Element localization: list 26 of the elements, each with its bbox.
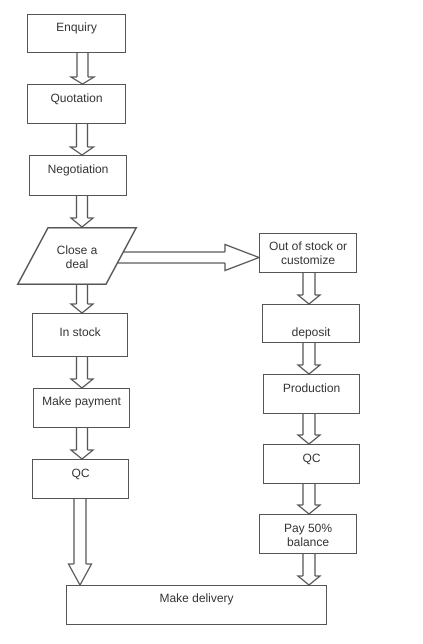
process-box (263, 374, 360, 414)
step-label: QC (302, 451, 322, 465)
process-box (263, 444, 360, 484)
process-box (32, 313, 128, 357)
step-label: QC (70, 466, 90, 480)
process-box (29, 155, 127, 196)
step-label: deposit (290, 325, 332, 339)
parallelogram-shape (17, 227, 137, 285)
step-label: Pay 50% balance (282, 521, 334, 549)
step-label: Out of stock or customize (268, 239, 348, 267)
process-box (259, 514, 357, 554)
step-label: Negotiation (46, 162, 110, 176)
process-box (32, 459, 129, 499)
step-label: Make delivery (158, 591, 235, 605)
process-box (259, 233, 357, 273)
process-box (27, 84, 126, 124)
step-label: Enquiry (55, 20, 98, 34)
step-label: Close a deal (56, 243, 98, 271)
step-label: In stock (58, 325, 102, 339)
step-label: Quotation (49, 91, 104, 105)
process-box (66, 585, 327, 625)
process-box (262, 304, 360, 343)
step-label: Production (282, 381, 342, 395)
process-box (33, 388, 130, 428)
process-box (27, 14, 126, 53)
step-label: Make payment (41, 394, 122, 408)
